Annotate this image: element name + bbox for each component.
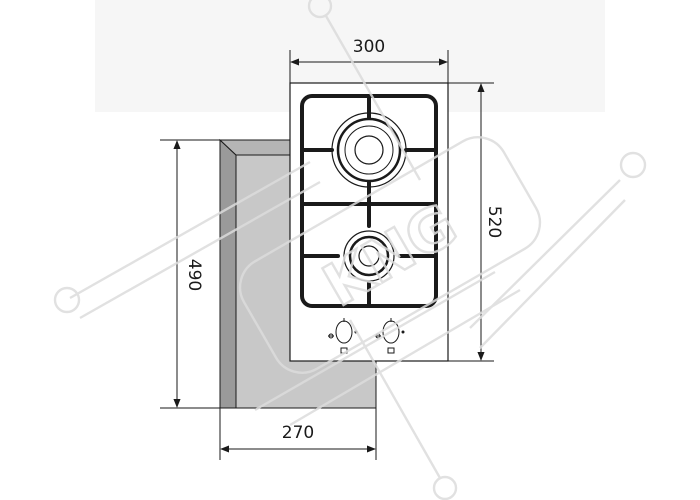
dimension-right-height-label: 520: [484, 206, 504, 238]
watermark-badge: [238, 136, 542, 374]
watermark-stripe: [479, 199, 626, 349]
dimension-bottom-width-label: 270: [282, 423, 314, 443]
large-burner-cap: [354, 135, 384, 165]
small-burner: [343, 230, 395, 282]
large-burner: [331, 112, 407, 188]
pan-support-grid: [300, 94, 438, 308]
large-burner-ring-outer: [331, 112, 407, 188]
watermark-stripe: [348, 319, 442, 479]
watermark-stripe: [79, 180, 321, 320]
watermark-circle: [619, 151, 647, 179]
cutout-side-face: [219, 138, 237, 409]
small-burner-cap: [358, 245, 380, 267]
dimension-top-width-label: 300: [353, 37, 385, 57]
dimension-bottom-width: [219, 408, 377, 460]
large-burner-ring-inner: [344, 125, 394, 175]
watermark-circle: [432, 475, 458, 500]
dimension-top-width: [289, 50, 449, 83]
small-burner-ring: [348, 235, 390, 277]
dimension-left-height-label: 490: [184, 259, 204, 291]
watermark-stripe: [69, 160, 311, 300]
watermark-stripe: [254, 270, 496, 412]
watermark-stripe: [324, 15, 422, 181]
watermark-circle: [53, 286, 81, 314]
small-burner-ring-outer: [343, 230, 395, 282]
watermark-stripe: [289, 288, 521, 427]
dimension-left-height: [160, 139, 236, 409]
watermark-circle: [307, 0, 333, 19]
large-burner-ring: [336, 117, 402, 183]
